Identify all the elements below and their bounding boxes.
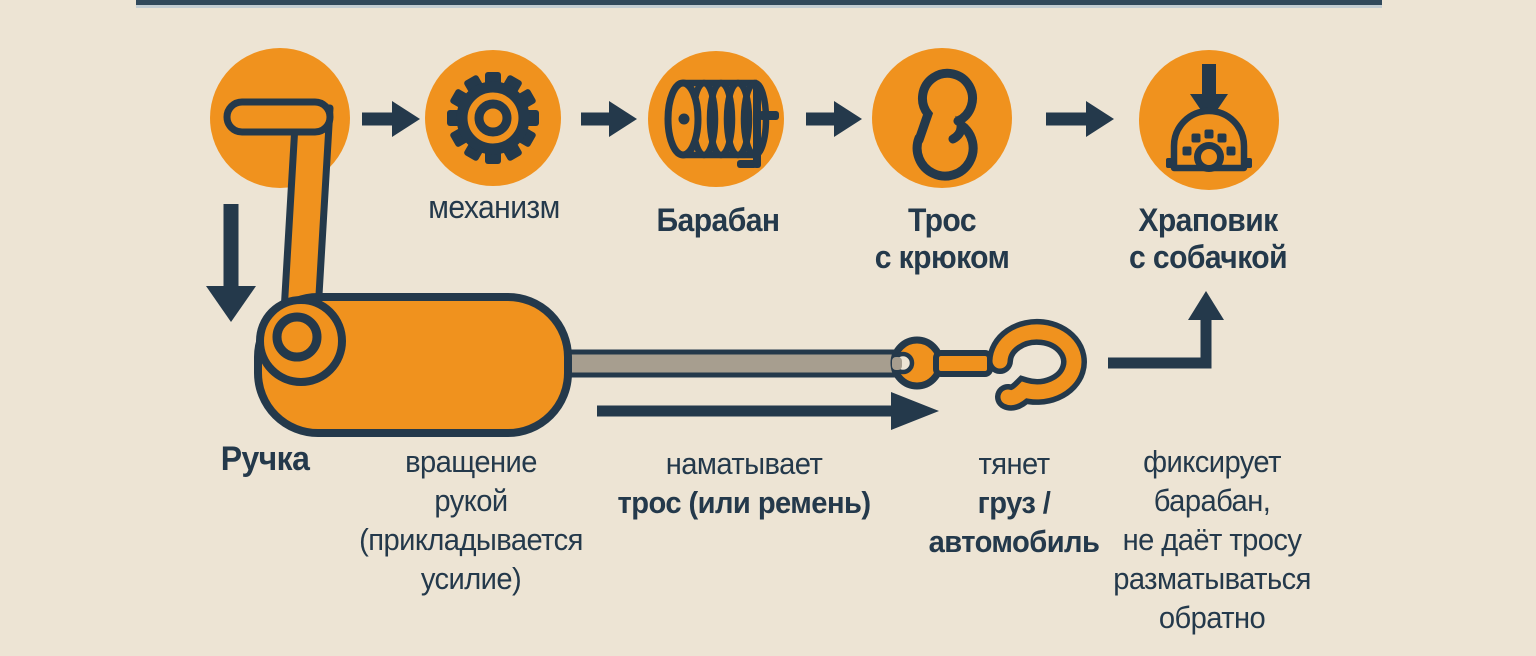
caption-pulling: тянет груз / автомобиль [928,446,1100,559]
winch-hub [256,296,346,386]
flow-arrow-1 [362,101,420,137]
step-label-drum: Барабан [656,202,781,238]
pull-direction-arrow [597,392,939,430]
hook-icon [912,68,978,181]
flow-arrow-4 [1046,101,1114,137]
flow-arrow-3 [806,101,862,137]
flow-arrow-2 [581,101,637,137]
top-accent-bar [136,0,1382,8]
tow-hook [987,318,1087,411]
cable-eyelet [890,336,944,390]
ratchet-pawl-icon [1166,64,1252,172]
hook-link [933,350,993,377]
caption-rotation: вращение рукой (прикладывается усилие) [359,444,583,596]
drum-icon [664,79,779,168]
caption-locking: фиксирует барабан, не даёт тросу разматы… [1113,444,1311,635]
gear-icon [447,72,539,164]
step-label-mechanism: механизм [428,189,560,225]
force-down-arrow [206,204,256,322]
crank-handle-icon [223,98,334,316]
caption-handle: Ручка [220,440,310,478]
step-circle-cable-hook [872,48,1012,188]
caption-winding: наматывает трос (или ремень) [617,446,872,520]
step-label-ratchet: Храповик с собачкой [1128,202,1288,275]
ratchet-feedback-arrow [1108,291,1224,369]
step-label-cable-hook: Трос с крюком [874,202,1010,275]
winch-cable [537,349,905,378]
